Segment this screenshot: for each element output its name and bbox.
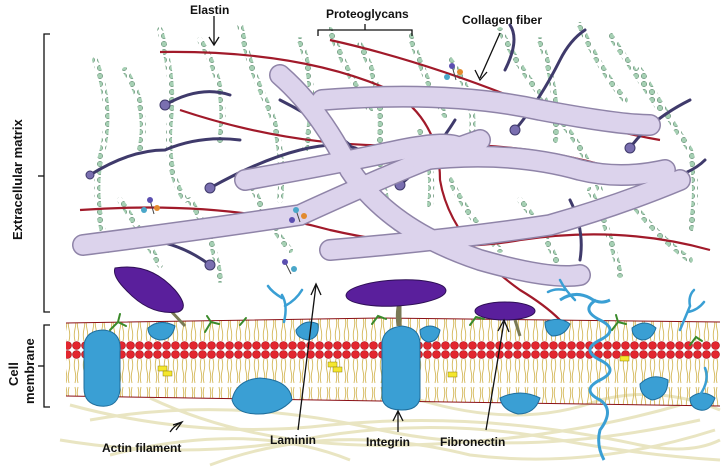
laminin-leader (297, 284, 317, 431)
fibronectin-arrowhead (497, 318, 510, 333)
label-proteoglycans: Proteoglycans (326, 7, 409, 21)
actin-filament-network (59, 392, 721, 467)
helix-protein (559, 293, 612, 461)
actin-arrowhead (172, 420, 184, 431)
label-laminin: Laminin (270, 433, 316, 447)
laminin-arrowhead (310, 282, 322, 296)
elastin-arrowhead (208, 36, 220, 47)
membrane-bracket (38, 324, 50, 408)
green-glycans (109, 313, 703, 346)
collagen-fibers (72, 64, 691, 287)
label-collagen-fiber: Collagen fiber (462, 13, 542, 27)
ecm-bracket (38, 33, 50, 313)
surface-glycans (266, 278, 708, 397)
label-cell-membrane-line1: Cell (6, 362, 21, 386)
proteoglycan-clusters (141, 63, 463, 275)
label-integrin: Integrin (366, 435, 410, 449)
anchor-right-fibronectin (474, 301, 536, 337)
label-actin-filament: Actin filament (102, 441, 181, 455)
leader-lines (169, 16, 510, 433)
collagen-leader (479, 32, 501, 79)
proteoglycans-bracket (317, 24, 413, 36)
anchor-center (345, 279, 447, 326)
membrane-proteins (83, 318, 716, 415)
integrin-arrowhead (392, 409, 404, 422)
fibronectin-leader (485, 321, 505, 431)
label-extracellular-matrix: Extracellular matrix (10, 119, 25, 240)
label-elastin: Elastin (190, 3, 229, 17)
collagen-arrowhead (474, 69, 488, 82)
label-fibronectin: Fibronectin (440, 435, 505, 449)
anchor-proteins (114, 266, 536, 337)
label-cell-membrane-line2: membrane (22, 338, 37, 404)
anchor-left (114, 266, 187, 328)
